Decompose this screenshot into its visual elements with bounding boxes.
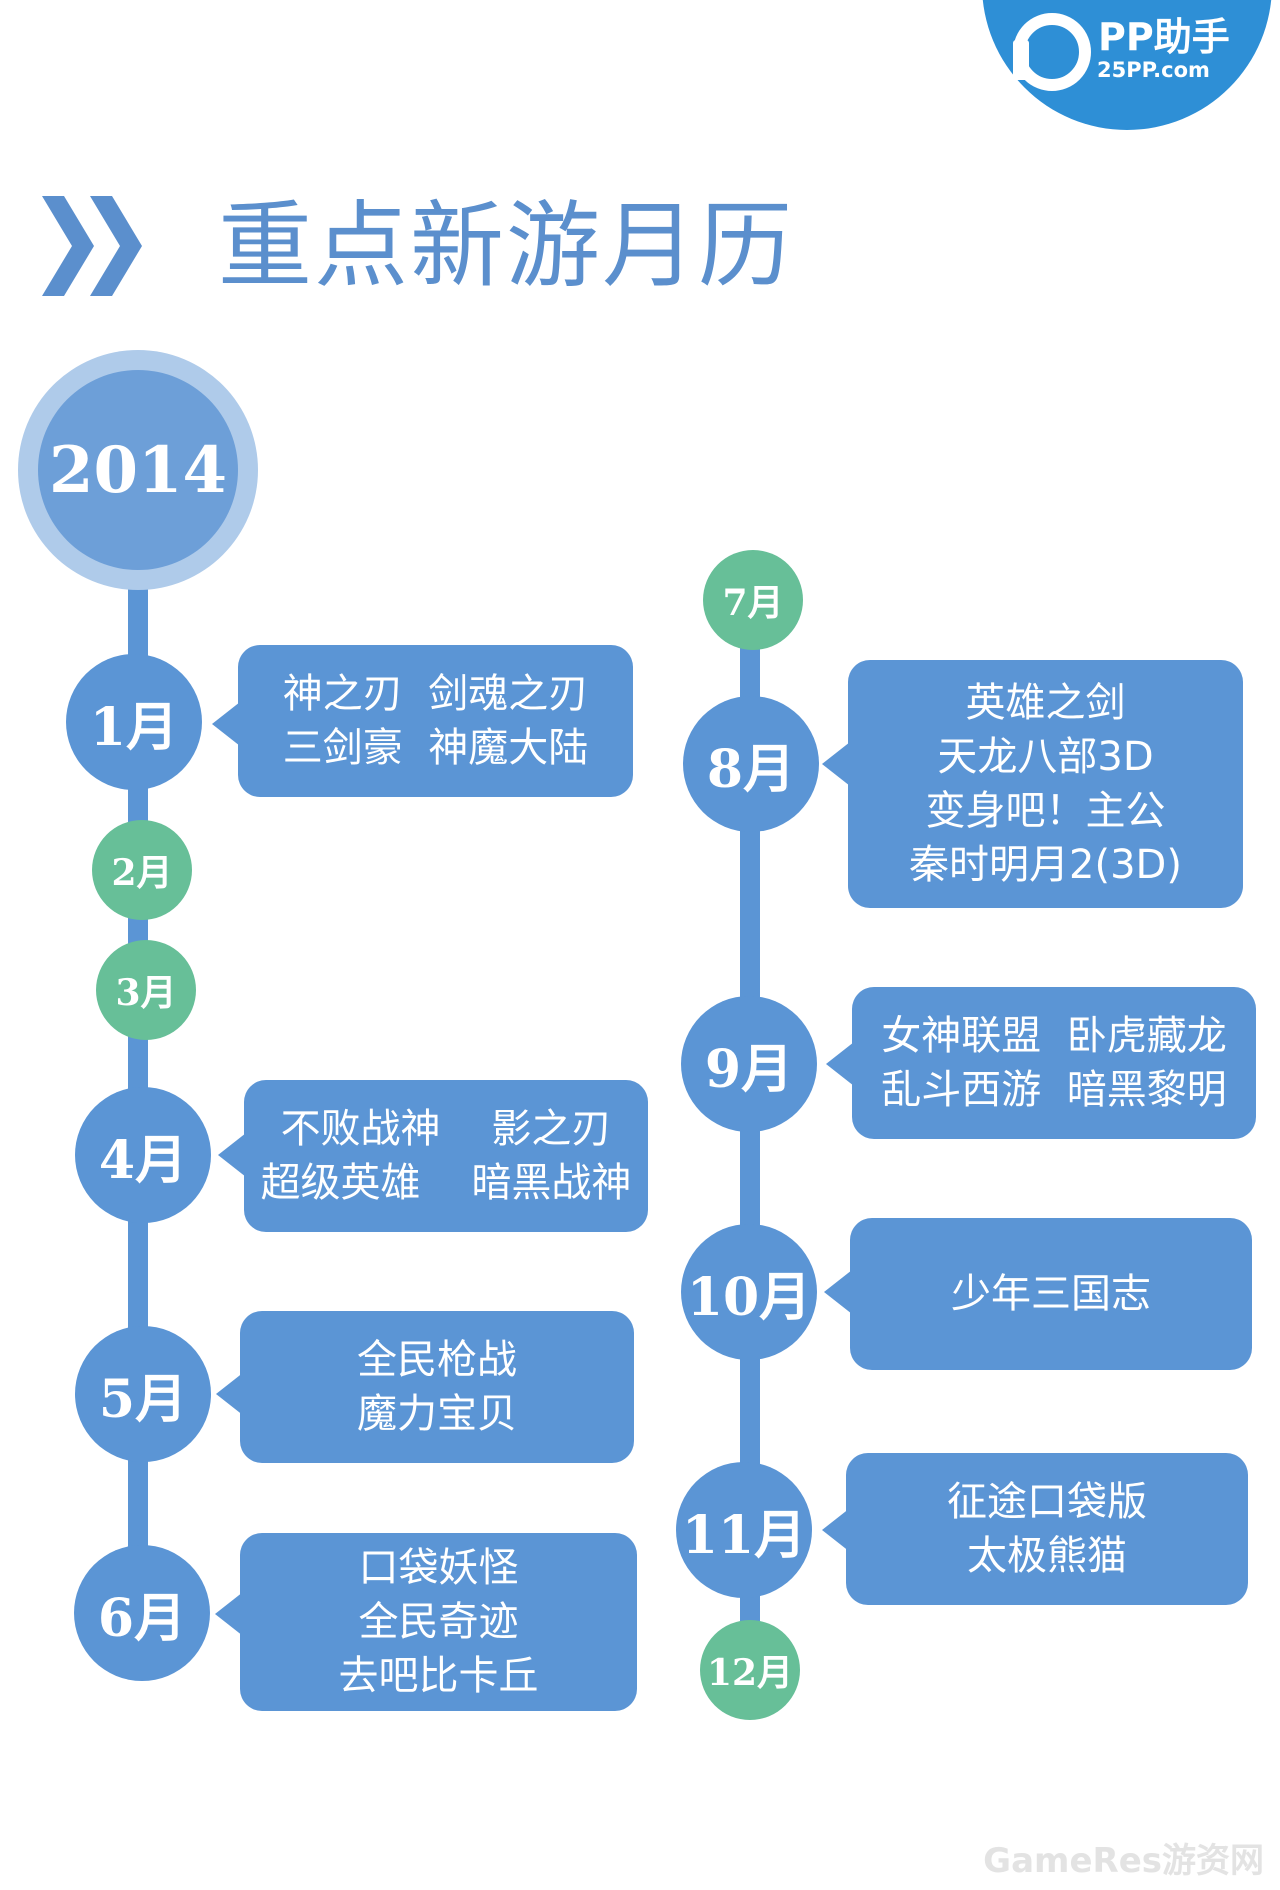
games-bubble-m9: 女神联盟 卧虎藏龙 乱斗西游 暗黑黎明 <box>852 987 1256 1139</box>
watermark: GameRes游资网 <box>983 1841 1264 1881</box>
game-line: 少年三国志 <box>951 1271 1151 1317</box>
bubble-pointer <box>215 1592 243 1636</box>
bubble-pointer <box>824 1270 852 1314</box>
games-bubble-m1: 神之刃 剑魂之刃 三剑豪 神魔大陆 <box>238 645 633 797</box>
month-1: 1月 <box>66 654 202 790</box>
game-line: 变身吧！主公 <box>925 788 1166 834</box>
game-line: 去吧比卡丘 <box>338 1653 539 1699</box>
logo-p-stem <box>1013 40 1029 80</box>
game-line: 神之刃 剑魂之刃 <box>282 671 589 717</box>
logo-domain: 25PP.com <box>1097 58 1210 82</box>
month-4: 4月 <box>75 1087 211 1223</box>
month-10: 10月 <box>681 1224 817 1360</box>
month-11: 11月 <box>676 1462 812 1598</box>
games-bubble-m11: 征途口袋版 太极熊猫 <box>846 1453 1248 1605</box>
logo-name: PP助手 <box>1098 15 1230 59</box>
game-line: 女神联盟 卧虎藏龙 <box>881 1013 1227 1059</box>
month-12: 12月 <box>700 1620 800 1720</box>
game-line: 秦时明月2(3D) <box>909 842 1182 888</box>
game-line: 口袋妖怪 <box>358 1545 519 1591</box>
month-5: 5月 <box>75 1326 211 1462</box>
page-title: 重点新游月历 <box>218 192 795 301</box>
bubble-pointer <box>826 1042 854 1086</box>
game-line: 不败战神 影之刃 <box>280 1106 612 1152</box>
game-line: 太极熊猫 <box>967 1533 1127 1579</box>
game-line: 天龙八部3D <box>937 734 1154 780</box>
games-bubble-m8: 英雄之剑 天龙八部3D 变身吧！主公 秦时明月2(3D) <box>848 660 1243 908</box>
month-2: 2月 <box>92 820 192 920</box>
month-7: 7月 <box>703 550 803 650</box>
games-bubble-m10: 少年三国志 <box>850 1218 1252 1370</box>
month-8: 8月 <box>683 696 819 832</box>
game-line: 乱斗西游 暗黑黎明 <box>881 1067 1227 1113</box>
month-3: 3月 <box>96 940 196 1040</box>
games-bubble-m4: 不败战神 影之刃 超级英雄 暗黑战神 <box>244 1080 648 1232</box>
game-line: 全民奇迹 <box>358 1599 519 1645</box>
game-line: 超级英雄 暗黑战神 <box>260 1160 632 1206</box>
bubble-pointer <box>822 742 850 786</box>
game-line: 英雄之剑 <box>965 680 1126 726</box>
game-line: 三剑豪 神魔大陆 <box>282 725 589 771</box>
year-badge: 2014 <box>38 370 238 570</box>
games-bubble-m5: 全民枪战 魔力宝贝 <box>240 1311 634 1463</box>
double-chevron-icon <box>42 196 142 296</box>
month-9: 9月 <box>681 996 817 1132</box>
timeline-right-line <box>740 640 760 1660</box>
bubble-pointer <box>822 1508 850 1552</box>
games-bubble-m6: 口袋妖怪 全民奇迹 去吧比卡丘 <box>240 1533 637 1711</box>
game-line: 魔力宝贝 <box>357 1391 517 1437</box>
bubble-pointer <box>216 1372 244 1416</box>
bubble-pointer <box>212 702 240 746</box>
game-line: 征途口袋版 <box>947 1479 1147 1525</box>
game-line: 全民枪战 <box>357 1337 517 1383</box>
month-6: 6月 <box>74 1545 210 1681</box>
bubble-pointer <box>218 1133 246 1177</box>
